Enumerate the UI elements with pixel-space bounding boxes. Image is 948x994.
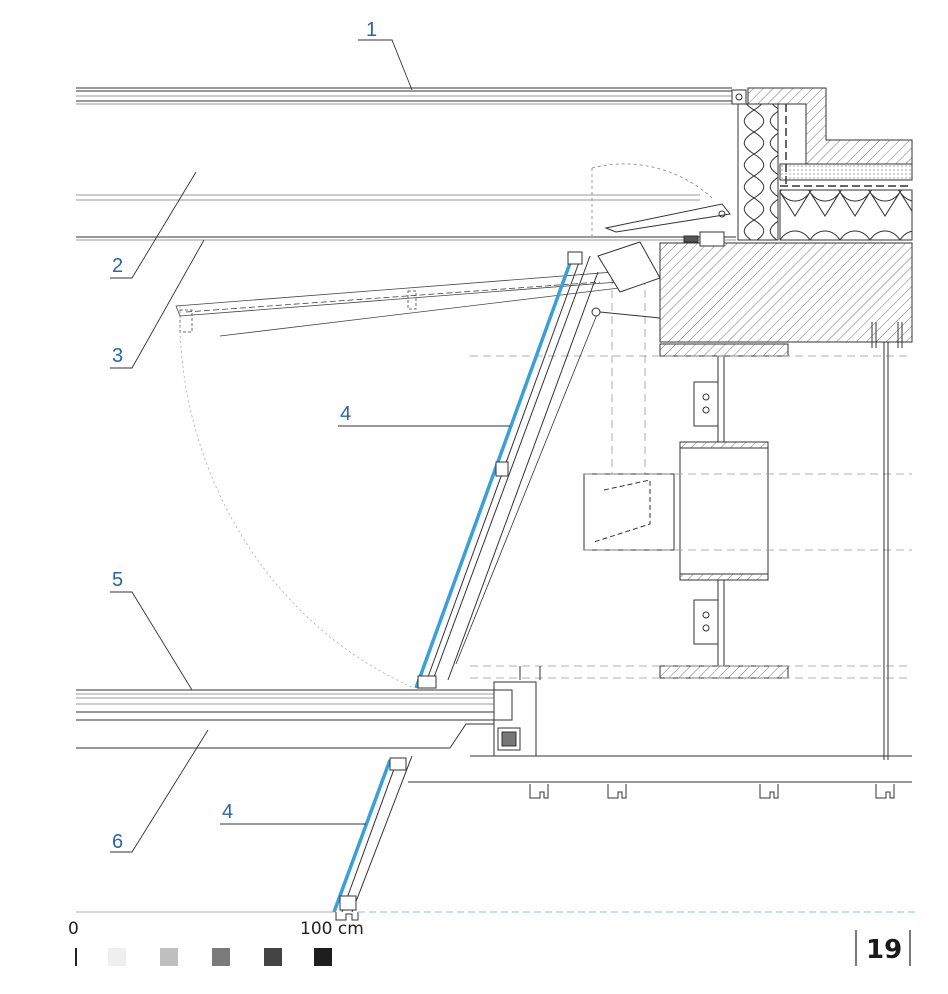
steel-i-beam bbox=[583, 343, 789, 679]
scale-swatches bbox=[108, 948, 332, 966]
callout-4-lower: 4 bbox=[222, 801, 233, 823]
page-number: 19 bbox=[866, 935, 902, 965]
scale-swatch bbox=[264, 948, 282, 966]
roof-glazing-layers bbox=[76, 87, 736, 241]
hanger-rod bbox=[883, 342, 889, 760]
callout-4-upper: 4 bbox=[340, 403, 351, 425]
scale-swatch bbox=[314, 948, 332, 966]
scale-swatch bbox=[160, 948, 178, 966]
concrete-beam bbox=[659, 242, 913, 348]
parapet-concrete bbox=[731, 87, 913, 241]
scale-start-label: 0 bbox=[68, 919, 79, 939]
ceiling-clips bbox=[529, 784, 895, 799]
scale-bar: 0 100 cm bbox=[68, 919, 364, 966]
callout-3: 3 bbox=[112, 345, 123, 367]
hinge-opener bbox=[591, 163, 731, 247]
inclined-glazing-upper bbox=[414, 241, 661, 689]
scale-end-label: 100 cm bbox=[300, 919, 364, 939]
open-sash-outline bbox=[175, 269, 645, 689]
callout-leaders bbox=[110, 39, 510, 853]
inclined-glazing-lower bbox=[332, 755, 413, 921]
dashed-grid-lines bbox=[470, 264, 912, 679]
scale-swatch bbox=[212, 948, 230, 966]
callout-5: 5 bbox=[112, 569, 123, 591]
callout-2: 2 bbox=[112, 255, 123, 277]
callout-1: 1 bbox=[366, 19, 377, 41]
horizontal-transom bbox=[76, 666, 912, 783]
callout-6: 6 bbox=[112, 831, 123, 853]
scale-swatch bbox=[108, 948, 126, 966]
page-number-box: 19 bbox=[855, 930, 911, 966]
